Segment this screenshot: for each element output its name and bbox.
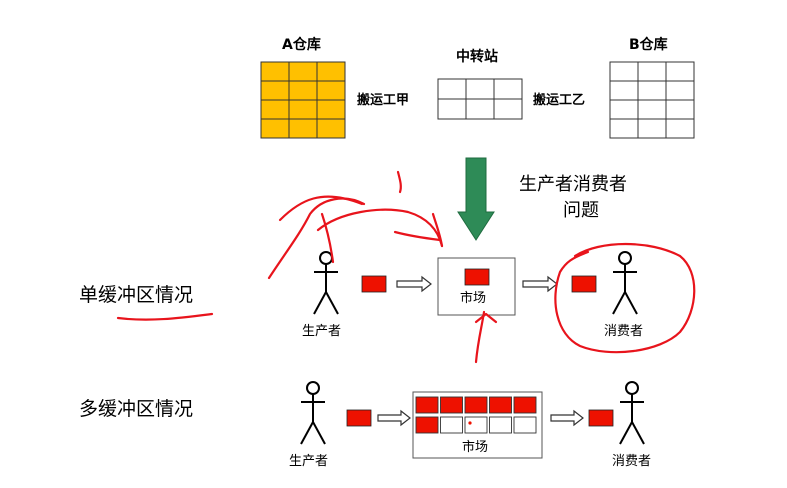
warehouse-b-grid-cell: [665, 99, 695, 120]
multi-buffer-slot: [464, 396, 488, 414]
annotation-circle: [554, 242, 696, 354]
transfer-station-label: 中转站: [456, 49, 498, 65]
transfer-station-grid-cell: [437, 78, 467, 100]
warehouse-a-grid-cell: [316, 99, 346, 120]
multi-buffer-slot: [415, 396, 439, 414]
warehouse-a-grid-cell: [260, 80, 290, 101]
single-consumer-figure: [612, 251, 638, 315]
annotation-stroke-6: [393, 230, 442, 242]
multi-buffer-slot: [513, 416, 537, 434]
warehouse-b-grid-cell: [665, 80, 695, 101]
single-producer-item: [361, 275, 387, 293]
single-buffer-title: 单缓冲区情况: [79, 284, 194, 306]
annotation-stroke-2: [278, 195, 364, 222]
transfer-station-grid: [437, 78, 523, 120]
annotation-stroke-1: [267, 197, 366, 280]
warehouse-a-grid-cell: [316, 118, 346, 139]
multi-producer-label: 生产者: [289, 454, 329, 469]
multi-buffer-slot: [489, 396, 512, 414]
warehouse-b-grid: [609, 61, 695, 139]
warehouse-a-grid-cell: [260, 61, 290, 82]
warehouse-a-grid-cell: [288, 80, 318, 101]
annotation-stroke-3: [316, 208, 444, 248]
warehouse-b-grid-cell: [665, 118, 695, 139]
single-consumer-label: 消费者: [604, 324, 644, 339]
multi-buffer-title: 多缓冲区情况: [79, 398, 194, 420]
warehouse-a-grid-cell: [288, 118, 318, 139]
warehouse-a-grid-cell: [260, 118, 290, 139]
warehouse-a-grid-cell: [316, 80, 346, 101]
warehouse-b-grid-cell: [609, 118, 639, 139]
warehouse-b-grid-cell: [609, 61, 639, 82]
multi-consumer-label: 消费者: [612, 454, 652, 469]
multi-arrow-to-consumer: [550, 409, 584, 427]
single-market-label: 市场: [460, 291, 487, 306]
problem-title-line1: 生产者消费者: [519, 174, 627, 195]
annotation-stroke-7: [396, 170, 402, 194]
warehouse-b-grid-cell: [637, 80, 667, 101]
warehouse-b-grid-cell: [609, 99, 639, 120]
transfer-station-grid-cell: [437, 98, 467, 120]
problem-title-line2: 问题: [563, 200, 599, 221]
warehouse-b-grid-cell: [637, 61, 667, 82]
down-arrow: [457, 157, 495, 241]
annotation-stroke-4: [320, 212, 335, 264]
single-producer-label: 生产者: [302, 324, 342, 339]
multi-buffer-slot: [513, 396, 537, 414]
warehouse-a-grid-cell: [260, 99, 290, 120]
warehouse-b-grid-cell: [637, 118, 667, 139]
multi-producer-figure: [300, 381, 326, 445]
multi-consumer-figure: [619, 381, 645, 445]
multi-consumer-item: [588, 409, 614, 427]
single-arrow-to-consumer: [522, 275, 558, 293]
warehouse-b-grid-cell: [637, 99, 667, 120]
transfer-station-grid-cell: [493, 98, 523, 120]
multi-producer-item: [346, 409, 372, 427]
annotation-arrowhead: [474, 312, 498, 324]
warehouse-a-grid-cell: [316, 61, 346, 82]
multi-buffer-dot: [468, 421, 472, 425]
single-market-box: [437, 257, 516, 316]
multi-market-label: 市场: [462, 440, 489, 455]
multi-buffer-slot: [440, 416, 463, 434]
multi-buffer-slot: [489, 416, 512, 434]
single-market-item: [464, 268, 490, 286]
transfer-station-grid-cell: [493, 78, 523, 100]
transfer-station-grid-cell: [465, 98, 495, 120]
annotation-stroke-5: [431, 212, 444, 248]
single-consumer-item: [571, 275, 597, 293]
single-arrow-to-market: [396, 275, 432, 293]
multi-buffer-slot: [440, 396, 463, 414]
worker-b-label: 搬运工乙: [533, 93, 586, 108]
multi-buffer-slot: [464, 416, 488, 434]
warehouse-b-label: B仓库: [629, 37, 668, 53]
worker-a-label: 搬运工甲: [357, 93, 410, 108]
multi-arrow-to-market: [377, 409, 411, 427]
warehouse-a-grid-cell: [288, 61, 318, 82]
warehouse-b-grid-cell: [609, 80, 639, 101]
multi-buffer-slot: [415, 416, 439, 434]
warehouse-a-label: A仓库: [282, 37, 321, 53]
transfer-station-grid-cell: [465, 78, 495, 100]
annotation-underline: [116, 312, 214, 321]
warehouse-a-grid-cell: [288, 99, 318, 120]
warehouse-a-grid: [260, 61, 346, 139]
single-producer-figure: [313, 251, 339, 315]
warehouse-b-grid-cell: [665, 61, 695, 82]
